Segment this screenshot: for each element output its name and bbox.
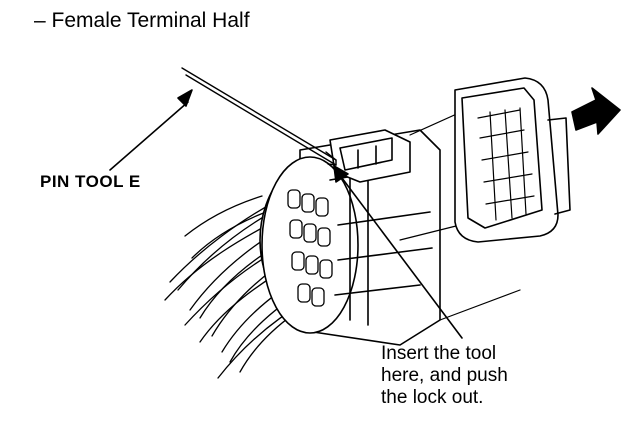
instruction-line: Insert the tool [381,343,497,364]
female-connector-housing [259,129,441,346]
instruction-text: Insert the tool here, and push the lock … [381,343,508,409]
push-direction-arrow [571,87,621,135]
instruction-line: here, and push [381,365,508,386]
instruction-line: the lock out. [381,387,484,408]
terminal-cavities [287,189,333,307]
pin-tool-label: PIN TOOL E [40,172,141,191]
section-title: – Female Terminal Half [34,9,250,32]
instruction-leader [333,165,463,339]
pin-tool [181,67,337,166]
pin-tool-leader [109,89,193,171]
mating-connector [454,77,571,243]
